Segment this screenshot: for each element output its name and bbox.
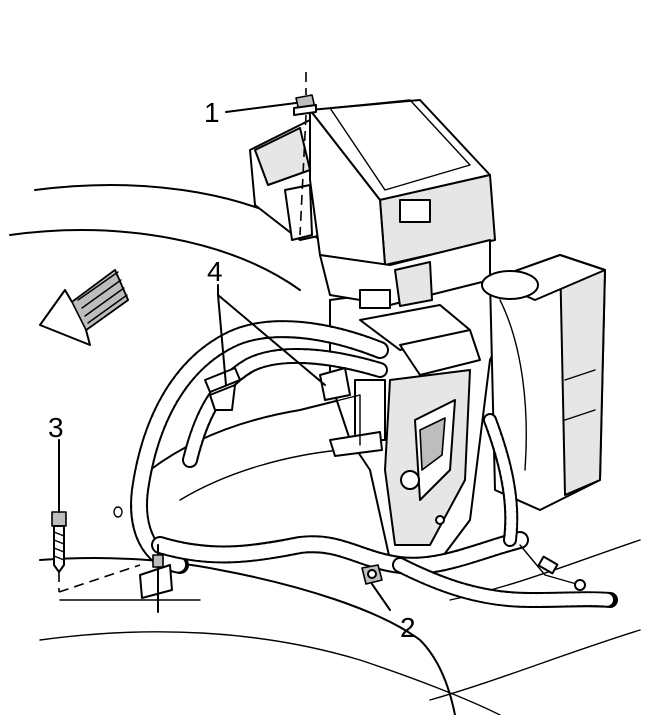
callout-1: 1 bbox=[204, 97, 220, 128]
support-bracket bbox=[299, 279, 511, 561]
wiring-harness bbox=[130, 320, 618, 609]
callout-4: 4 bbox=[207, 256, 223, 287]
stud-mount bbox=[139, 544, 173, 613]
leader-lines bbox=[58, 102, 391, 611]
front-direction-arrow-icon bbox=[39, 269, 129, 346]
stud-3 bbox=[51, 504, 67, 573]
callout-2: 2 bbox=[400, 612, 416, 643]
bolt-1 bbox=[293, 72, 317, 236]
harness-clips bbox=[209, 367, 351, 411]
battery bbox=[481, 254, 606, 511]
callout-3: 3 bbox=[48, 412, 64, 443]
fuse-block bbox=[249, 99, 496, 309]
nut-2 bbox=[361, 564, 383, 585]
